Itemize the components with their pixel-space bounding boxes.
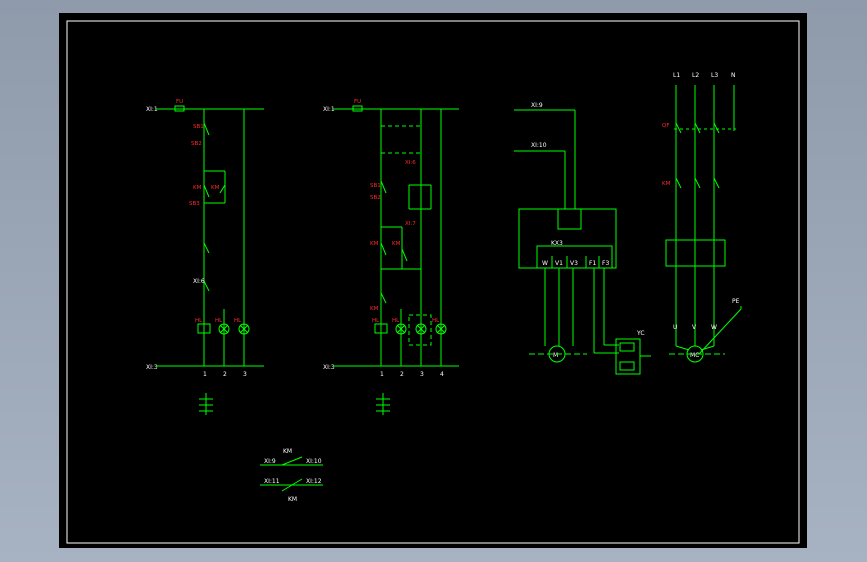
- motor-terminal-v: V: [692, 324, 697, 331]
- circuit-b-supply-top-label: XI:1: [323, 106, 335, 113]
- lamp-symbol: [415, 323, 427, 335]
- circuit-a-tag-1: SB1: [193, 124, 204, 130]
- circuit-a-fuse-label: FU: [176, 99, 183, 105]
- circuit-b-supply-bottom-label: XI:3: [323, 364, 335, 371]
- control-circuit-a: XI:1 FU SB1 SB2 KM KM SB3 XI:6 HL HL HL: [146, 99, 264, 415]
- inverter-module-label: KX3: [551, 240, 563, 247]
- interlock-bottom-left: XI:11: [264, 478, 280, 485]
- contactor-label: KM: [662, 181, 671, 187]
- circuit-b-tag-8: HL: [432, 318, 440, 324]
- schematic-canvas: XI:1 FU SB1 SB2 KM KM SB3 XI:6 HL HL HL: [66, 20, 800, 544]
- inverter-terminal-5: F3: [602, 260, 609, 267]
- circuit-b-terminal-2: XI:7: [405, 221, 416, 227]
- inverter-block: XI:9 XI:10 KX3 W V1 V3 F1 F3 M YC: [514, 102, 651, 375]
- interlock-top-right: XI:10: [306, 458, 322, 465]
- phase-l1-label: L1: [673, 72, 680, 79]
- interlock-bottom-tag: KM: [288, 496, 297, 503]
- circuit-b-tag-1: SB1: [370, 183, 381, 189]
- inverter-motor-label: M: [553, 352, 558, 359]
- lamp-symbol: [435, 323, 447, 335]
- inverter-terminal-2: V1: [555, 260, 563, 267]
- inverter-input-1-label: XI:9: [531, 102, 543, 109]
- circuit-a-number-3: 3: [243, 371, 247, 378]
- circuit-b-tag-5: KM: [370, 306, 379, 312]
- circuit-a-tag-8: HL: [234, 318, 242, 324]
- fuse-symbol: [174, 105, 185, 112]
- coil-symbol: [197, 323, 211, 334]
- inverter-brake-label: YC: [636, 330, 645, 337]
- circuit-a-tag-4: KM: [211, 185, 220, 191]
- circuit-b-tag-3: KM: [370, 241, 379, 247]
- drawing-sheet: XI:1 FU SB1 SB2 KM KM SB3 XI:6 HL HL HL: [59, 13, 807, 548]
- title-frame: [66, 20, 800, 544]
- power-circuit: L1 L2 L3 N QF KM MC U V W PE: [662, 72, 742, 363]
- power-motor-label: MC: [690, 352, 699, 359]
- circuit-a-tag-7: HL: [215, 318, 223, 324]
- circuit-b-tag-2: SB2: [370, 195, 381, 201]
- inverter-terminal-1: W: [542, 260, 548, 267]
- lamp-symbol: [218, 323, 230, 335]
- circuit-b-terminal-1: XI:6: [405, 160, 416, 166]
- circuit-a-terminal-1: XI:6: [193, 278, 205, 285]
- inverter-terminal-3: V3: [570, 260, 578, 267]
- inverter-input-2-label: XI:10: [531, 142, 547, 149]
- circuit-b-number-3: 3: [420, 371, 424, 378]
- circuit-a-tag-6: HL: [195, 318, 203, 324]
- circuit-b-tag-7: HL: [392, 318, 400, 324]
- circuit-b-fuse-label: FU: [354, 99, 361, 105]
- circuit-a-tag-5: SB3: [189, 201, 200, 207]
- circuit-b-tag-4: KM: [392, 241, 401, 247]
- phase-l3-label: L3: [711, 72, 718, 79]
- interlock-top-tag: KM: [283, 448, 292, 455]
- breaker-label: QF: [662, 123, 670, 129]
- circuit-a-supply-bottom-label: XI:3: [146, 364, 158, 371]
- motor-terminal-w: W: [711, 324, 717, 331]
- phase-l2-label: L2: [692, 72, 699, 79]
- circuit-b-number-2: 2: [400, 371, 404, 378]
- interlock-bottom-right: XI:12: [306, 478, 322, 485]
- circuit-b-number-4: 4: [440, 371, 444, 378]
- circuit-b-tag-6: HL: [372, 318, 380, 324]
- circuit-a-number-2: 2: [223, 371, 227, 378]
- circuit-a-supply-top-label: XI:1: [146, 106, 158, 113]
- phase-n-label: N: [731, 72, 736, 79]
- interlock-detail: XI:9 XI:10 KM XI:11 XI:12 KM: [260, 448, 323, 503]
- control-circuit-b: XI:1 FU XI:6 XI:7 SB1 SB2 KM KM KM: [323, 99, 459, 415]
- coil-symbol: [374, 323, 388, 334]
- circuit-b-number-1: 1: [380, 371, 384, 378]
- motor-terminal-u: U: [673, 324, 677, 331]
- interlock-top-left: XI:9: [264, 458, 276, 465]
- circuit-a-tag-3: KM: [193, 185, 202, 191]
- circuit-a-number-1: 1: [203, 371, 207, 378]
- motor-protector-box: [665, 239, 726, 267]
- fuse-symbol: [352, 105, 363, 112]
- lamp-symbol: [395, 323, 407, 335]
- circuit-a-tag-2: SB2: [191, 141, 202, 147]
- pe-label: PE: [732, 298, 740, 305]
- lamp-symbol: [238, 323, 250, 335]
- inverter-terminal-4: F1: [589, 260, 596, 267]
